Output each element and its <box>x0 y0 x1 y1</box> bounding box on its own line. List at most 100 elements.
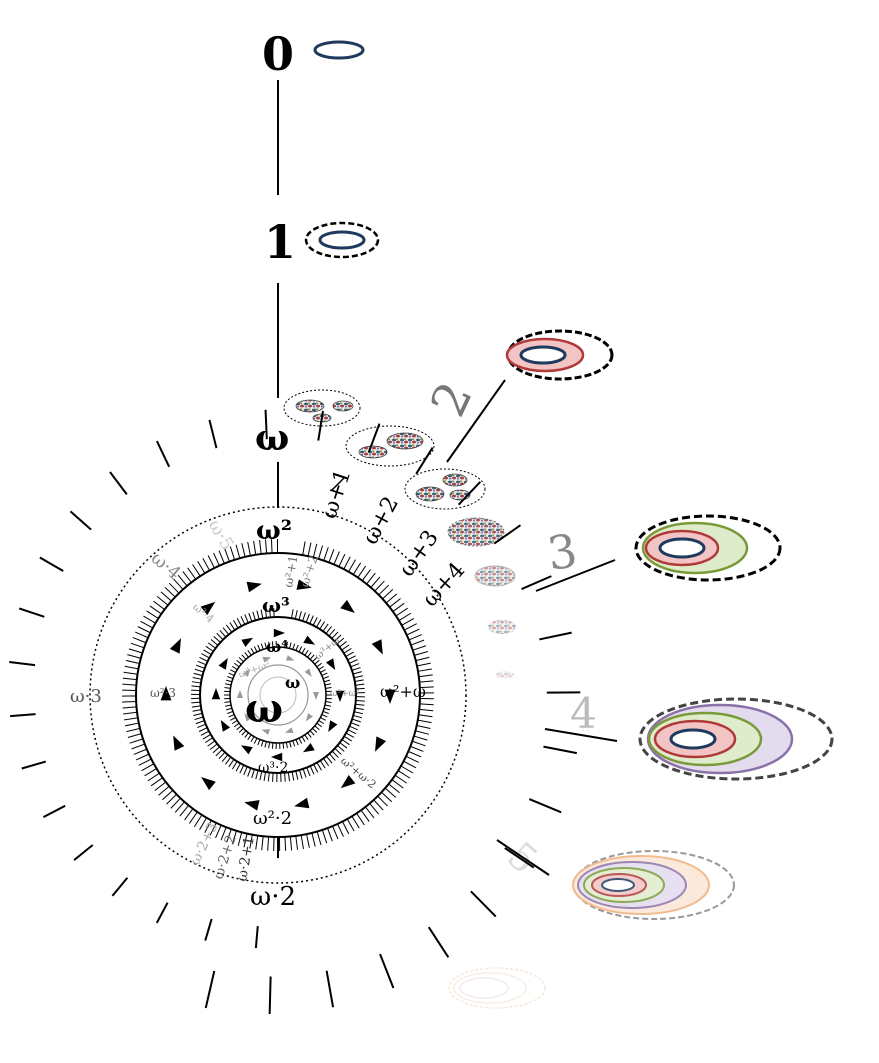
ring-tick <box>398 612 412 622</box>
outer-tick <box>415 447 434 475</box>
ring-tick <box>143 615 156 624</box>
label-omega-plus-1: ω+1 <box>317 466 356 522</box>
arrowhead <box>220 719 231 732</box>
ring-tick <box>189 811 198 824</box>
ring-tick <box>325 626 332 634</box>
ring-tick <box>341 739 350 746</box>
ring-tick <box>316 831 322 846</box>
ring-tick <box>209 822 217 836</box>
ring-tick <box>388 783 400 794</box>
ring-tick <box>322 676 329 680</box>
ring-tick <box>338 553 346 567</box>
ring-tick <box>295 644 299 651</box>
ring-tick <box>269 608 271 618</box>
ring-tick <box>263 771 267 781</box>
arrowhead <box>241 637 254 648</box>
label-one: 1 <box>264 215 296 269</box>
ring-tick <box>264 608 268 618</box>
ring-tick <box>419 708 434 712</box>
ring-tick <box>256 610 260 620</box>
ring-tick <box>259 540 262 555</box>
ring-tick <box>295 770 299 780</box>
ring-tick <box>325 686 332 689</box>
ring-tick <box>360 809 370 822</box>
ring-tick <box>302 612 306 622</box>
ring-tick <box>247 649 252 656</box>
ring-tick <box>234 722 240 728</box>
ring-tick <box>292 740 296 747</box>
ring-tick <box>356 812 365 826</box>
ring-tick <box>203 649 212 656</box>
set-omega-plus-5-icon <box>488 620 516 634</box>
ring-tick <box>320 717 326 721</box>
label-omega-4: ω⁴ <box>266 637 288 656</box>
ring-tick <box>215 749 223 757</box>
ring-tick <box>291 609 294 619</box>
arrowhead <box>313 692 319 700</box>
ring-tick <box>249 834 253 849</box>
label-omega-omega: ω <box>245 685 283 732</box>
ring-tick <box>224 686 231 689</box>
ring-tick <box>389 598 401 608</box>
ring-tick <box>174 801 185 813</box>
arrowhead <box>169 638 181 654</box>
ring-tick <box>339 641 347 648</box>
ring-tick <box>346 818 355 832</box>
ring-tick <box>135 631 149 639</box>
ring-tick <box>191 689 201 692</box>
outer-tick <box>367 423 381 453</box>
outer-tick <box>204 918 213 941</box>
ring-tick <box>306 767 311 777</box>
label-three: 3 <box>544 523 581 581</box>
label-omega-x3: ω·3 <box>70 686 102 707</box>
ring-tick <box>240 616 246 625</box>
outer-tick <box>18 607 45 618</box>
ring-tick <box>197 723 206 729</box>
arrowhead <box>284 727 294 734</box>
ring-tick <box>347 655 356 661</box>
ring-tick <box>329 753 336 761</box>
ring-tick <box>124 665 139 670</box>
ring-tick <box>260 740 264 747</box>
ring-tick <box>294 610 298 620</box>
ring-tick <box>154 781 167 792</box>
ring-tick <box>354 707 364 711</box>
ring-tick <box>218 550 225 564</box>
arrowhead <box>303 635 316 645</box>
ring-tick <box>231 665 238 670</box>
ring-tick <box>322 758 330 767</box>
ring-tick <box>198 727 208 732</box>
ring-tick <box>314 659 320 665</box>
ring-tick <box>228 759 235 768</box>
ring-tick <box>299 769 303 779</box>
ring-tick <box>302 768 307 778</box>
ring-tick <box>418 674 433 678</box>
ring-tick <box>354 711 364 715</box>
ring-tick <box>205 645 214 652</box>
ring-tick <box>419 703 434 706</box>
arrowhead <box>173 735 185 751</box>
ring-tick <box>201 653 210 659</box>
ring-tick <box>408 634 423 641</box>
ring-tick <box>243 766 248 776</box>
label-omega-x4: ω·4 <box>147 548 185 585</box>
ring-tick <box>289 741 292 748</box>
ring-tick <box>327 827 333 842</box>
ring-tick <box>400 765 414 774</box>
ring-tick <box>193 672 203 677</box>
ring-tick <box>328 549 335 563</box>
outer-tick <box>528 798 562 814</box>
outer-tick <box>10 713 36 718</box>
ring-tick <box>284 836 287 851</box>
ring-tick <box>417 668 432 672</box>
ring-tick <box>312 727 318 733</box>
ring-tick <box>208 642 216 649</box>
ring-tick <box>392 602 405 612</box>
ring-tick <box>168 582 180 594</box>
outer-tick <box>264 409 268 440</box>
ring-tick <box>414 650 428 656</box>
ring-tick <box>309 765 315 775</box>
outer-tick <box>204 970 216 1009</box>
label-omega-omega-exp: ω <box>285 673 300 692</box>
